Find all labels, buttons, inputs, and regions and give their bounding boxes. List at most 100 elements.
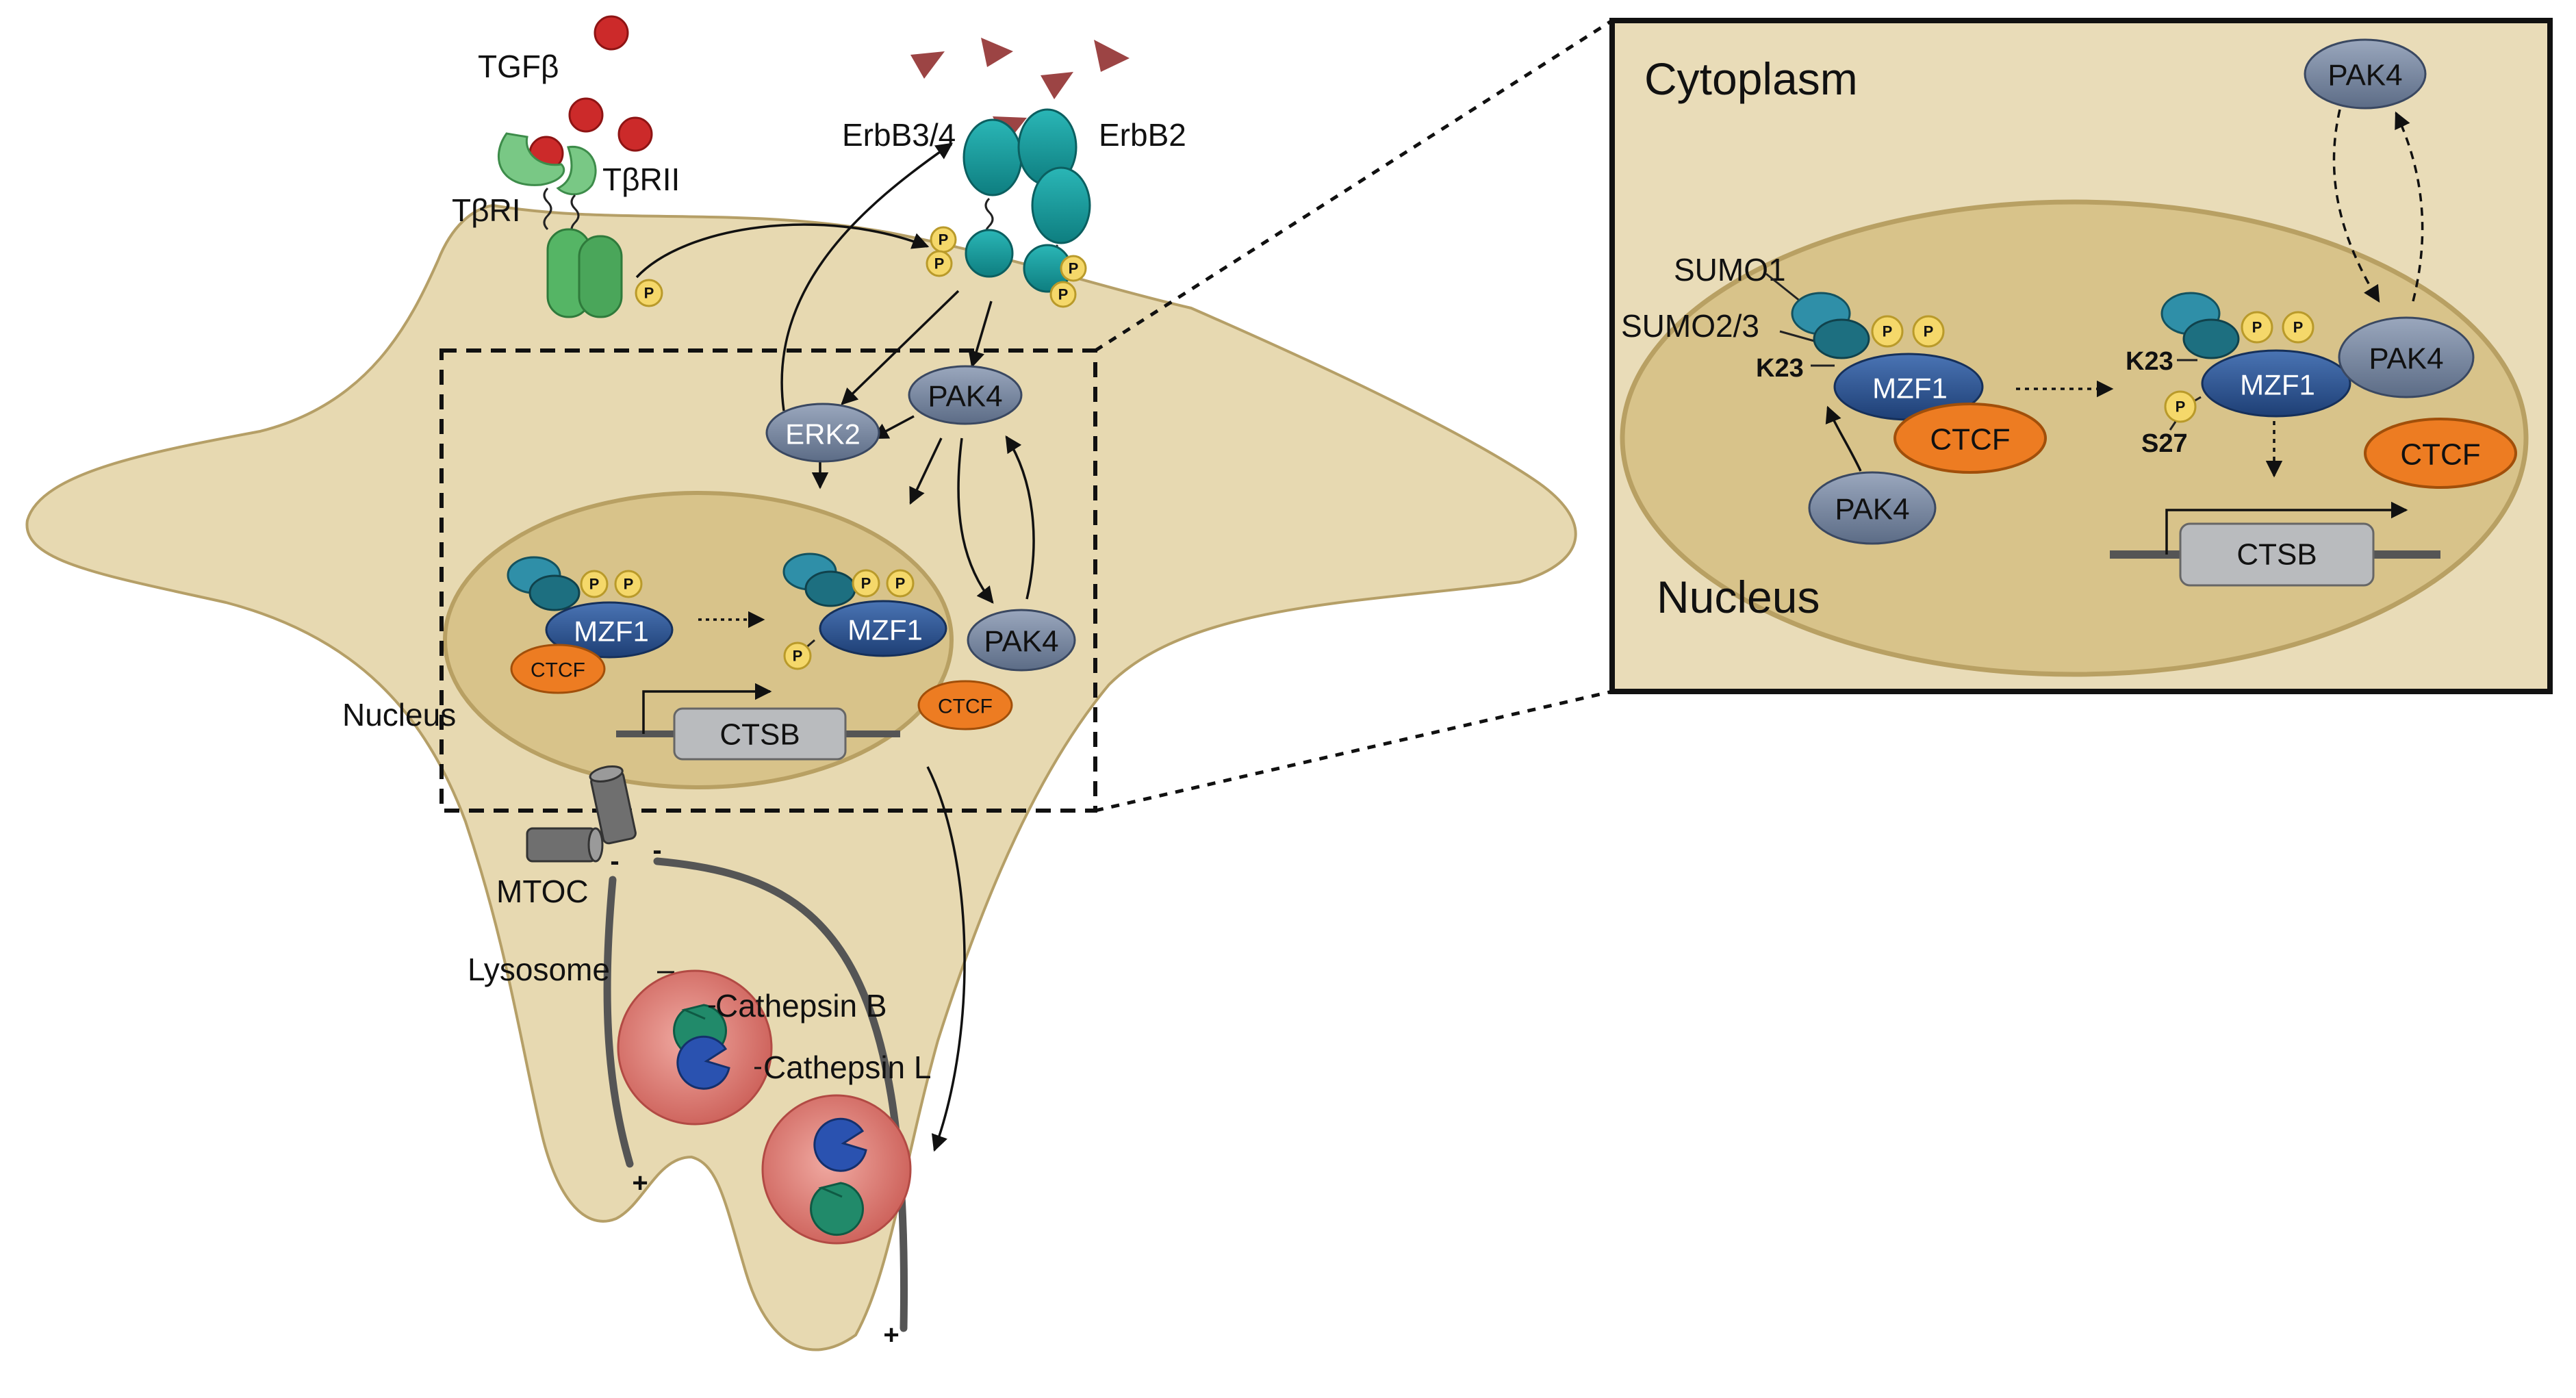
cathepsin-l-label: Cathepsin L — [763, 1050, 932, 1085]
phospho-label: P — [1058, 286, 1069, 303]
zoom-box — [439, 348, 1097, 813]
inset-mzf1-label: MZF1 — [2240, 369, 2315, 401]
erbb34-domain — [962, 118, 1023, 196]
phospho-label: P — [1069, 260, 1079, 277]
tbrii-label: TβRII — [602, 162, 680, 197]
inset-cytoplasm-label: Cytoplasm — [1644, 53, 1858, 104]
sumo23 — [804, 570, 856, 607]
phospho-site — [783, 641, 812, 670]
ctsb-box — [673, 707, 847, 761]
lysosome-label: Lysosome — [468, 952, 610, 987]
mzf1-node — [819, 600, 947, 657]
cell-membrane — [25, 203, 1577, 1351]
erbb-ligand — [910, 51, 945, 79]
inset-pak4-label: PAK4 — [2369, 342, 2443, 376]
phospho-site — [926, 250, 953, 277]
plus-end: + — [883, 1320, 899, 1350]
inset-ctcf-label: CTCF — [2400, 438, 2480, 472]
inset-ctcf — [1893, 403, 2047, 474]
arrow-pak4-to-nucleus — [909, 437, 943, 505]
phospho-site — [852, 569, 880, 598]
phospho-site — [614, 570, 643, 598]
arrow-erbb-to-pak4 — [968, 301, 993, 368]
phospho-label: P — [861, 575, 871, 592]
arrow-erbb-to-erk2 — [841, 290, 960, 405]
sumo23 — [528, 574, 581, 611]
mzf1-label: MZF1 — [574, 615, 649, 648]
arrow-erk2-to-erbb34 — [780, 142, 954, 411]
tbrii-body — [578, 235, 623, 318]
erbb-receptors: P P P P — [926, 108, 1091, 308]
zoom-connector-top — [1094, 18, 1614, 353]
phospho-site — [1871, 315, 1904, 348]
phospho-site — [2241, 311, 2273, 344]
inset-panel: Cytoplasm Nucleus PAK4 SUMO1 SUMO2/3 K23… — [1609, 18, 2553, 694]
ctcf-node — [917, 680, 1013, 730]
arrow-nucleus-to-lysosome — [926, 766, 966, 1152]
phospho-label: P — [644, 285, 654, 302]
erbb2-label: ErbB2 — [1099, 117, 1186, 153]
erbb2-domain — [1031, 166, 1091, 244]
pak4-node-cytoplasm — [908, 365, 1023, 425]
tbri-head — [497, 132, 565, 186]
tgfb-ligands — [528, 15, 653, 171]
phospho-site — [1060, 255, 1087, 282]
erbb-ligand — [1094, 40, 1130, 72]
phospho-label: P — [2252, 319, 2262, 336]
phospho-label: P — [1883, 323, 1893, 340]
sumo-complex-left: P P MZF1 CTCF — [507, 556, 674, 694]
pak4-label: PAK4 — [928, 380, 1002, 414]
pak4-label: PAK4 — [984, 625, 1058, 659]
arrow-nuclear-pak4-export — [1005, 435, 1035, 600]
inset-ctcf-label: CTCF — [1930, 423, 2010, 457]
minus-end: - — [652, 835, 661, 865]
mzf1-node — [545, 601, 674, 659]
phospho-label: P — [2293, 319, 2304, 336]
tbrii-head — [556, 145, 597, 196]
tbri-label: TβRI — [452, 192, 521, 228]
inset-arrow-import — [2332, 109, 2380, 303]
cathepsin-l — [676, 1035, 867, 1172]
phospho-site — [1049, 281, 1077, 308]
phospho-label: P — [934, 255, 945, 272]
ctcf-node — [510, 644, 606, 694]
inset-arrow-pak4-to-mzf1 — [1825, 405, 1862, 472]
erk2-label: ERK2 — [785, 418, 860, 450]
inset-k23-label: K23 — [2126, 347, 2173, 376]
erk2-node — [765, 403, 880, 463]
inset-pak4-cytoplasm — [2304, 38, 2427, 110]
inset-pak4-label: PAK4 — [1835, 493, 1909, 526]
inset-k23-label: K23 — [1756, 354, 1804, 383]
phospho-label: P — [939, 231, 949, 249]
erbb34-kinase — [965, 229, 1014, 278]
phospho-site — [580, 570, 609, 598]
erbb-ligand — [1041, 72, 1073, 99]
arrow-tgfb-to-erbb — [635, 223, 930, 279]
ctsb-gene: CTSB — [616, 683, 900, 761]
ctcf-label: CTCF — [938, 696, 993, 718]
erbb-ligand — [981, 38, 1013, 67]
ctcf-label: CTCF — [531, 659, 585, 682]
phospho-site — [2164, 390, 2197, 423]
phospho-label: P — [624, 576, 634, 593]
arrow-pak4-to-nuclear-pak4 — [957, 437, 994, 604]
sumo-complex-right: P P MZF1 P — [782, 552, 947, 670]
tgfb-ligand — [617, 116, 653, 152]
plus-end: + — [632, 1168, 648, 1198]
tgfb-label: TGFβ — [478, 49, 559, 84]
cathepsin-b-label: Cathepsin B — [715, 988, 887, 1024]
mtoc — [526, 765, 637, 863]
phospho-label: P — [1924, 323, 1934, 340]
inset-sumo1-label: SUMO1 — [1674, 252, 1786, 288]
microtubule — [603, 876, 634, 1168]
phospho-site — [886, 569, 915, 598]
phospho-site — [2282, 311, 2314, 344]
inset-sumo23-label: SUMO2/3 — [1621, 308, 1759, 344]
phospho-label: P — [895, 575, 906, 592]
phospho-label: P — [793, 648, 803, 665]
mtoc-label: MTOC — [496, 874, 589, 909]
tgfb-receptor: P — [497, 132, 663, 318]
phospho-label: P — [2176, 398, 2186, 416]
